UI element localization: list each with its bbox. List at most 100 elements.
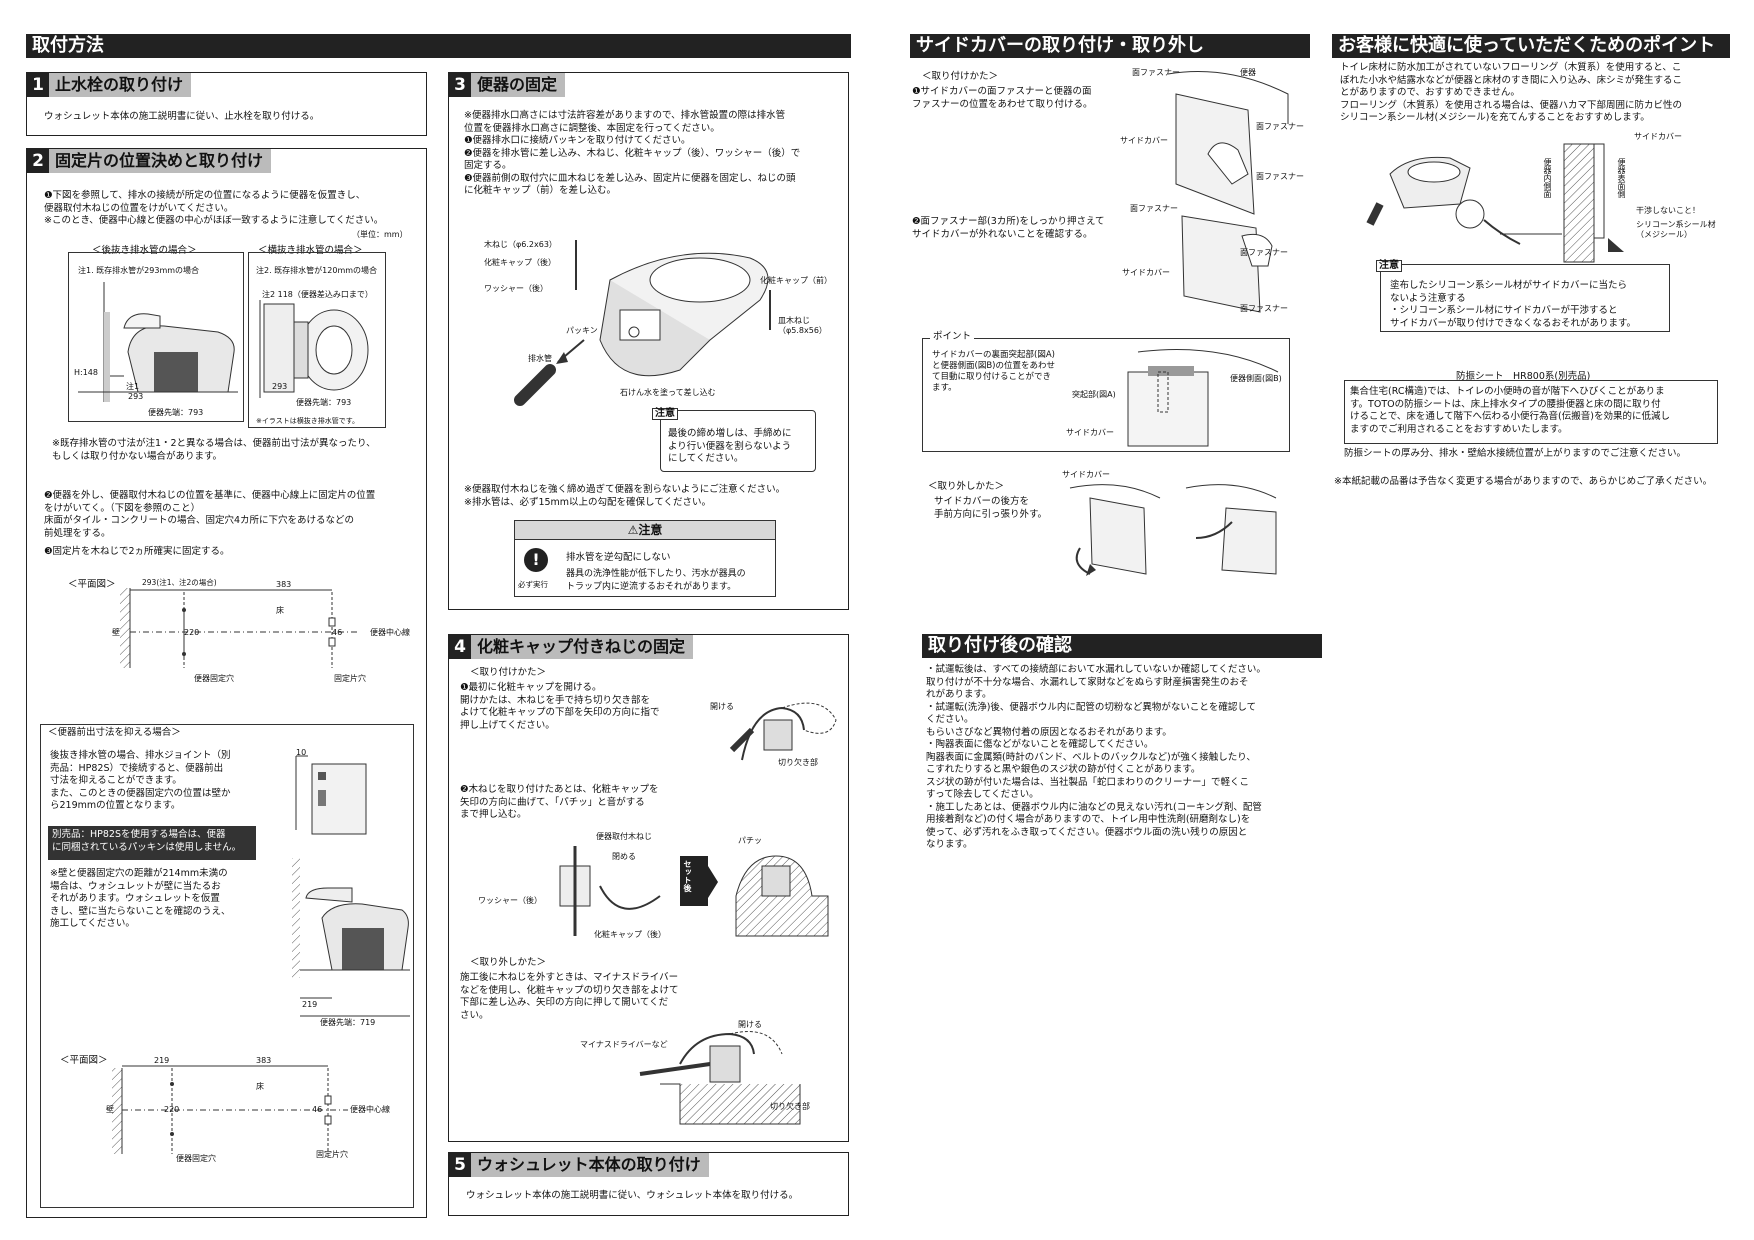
caution-icon: 注意 <box>652 408 678 420</box>
sec2-step1: ❶下図を参照して、排水の接続が所定の位置になるように便器を仮置きし、 便器取付木… <box>44 190 384 226</box>
fig-left-toilet-drawing <box>78 282 238 402</box>
sub-dark-note: 別売品：HP82Sを使用する場合は、便器 に同梱されているパッキンは使用しません… <box>48 826 256 860</box>
plan-label-2: ＜平面図＞ <box>60 1055 108 1066</box>
sec5-text: ウォシュレット本体の施工説明書に従い、ウォシュレット本体を取り付ける。 <box>466 1190 799 1201</box>
comfort-lbl-inner: 便器内側面 <box>1543 158 1552 198</box>
warn-head: ⚠注意 <box>514 520 776 540</box>
section-1-title: 1 止水栓の取り付け <box>27 73 192 97</box>
fig-left-title: ＜後抜き排水管の場合＞ <box>92 245 197 256</box>
sec4-lbl-cap: 化粧キャップ（後） <box>594 930 666 939</box>
dim-h148: H:148 <box>74 368 98 377</box>
lbl-flat-screw: 皿木ねじ （φ5.8x56） <box>778 316 827 335</box>
sec2-note-diff: ※既存排水管の寸法が注1・2と異なる場合は、便器前出寸法が異なったり、 もしくは… <box>52 438 376 462</box>
plan2-floor: 床 <box>256 1082 264 1091</box>
sec4-lbl-notch2: 切り欠き部 <box>770 1102 810 1111</box>
plan2-46: 46 <box>312 1105 323 1114</box>
sec3-notes: ※便器取付木ねじを強く締め過ぎて便器を割らないようにご注意ください。 ※排水管は… <box>464 484 786 508</box>
side-lbl-cover-2: サイドカバー <box>1122 268 1170 277</box>
sec4-lbl-close: 閉める <box>612 852 636 861</box>
plan2-383: 383 <box>256 1056 272 1065</box>
sub-title: ＜便器前出寸法を抑える場合＞ <box>48 727 181 738</box>
point-label: ポイント <box>930 332 975 342</box>
sec4-lbl-open: 開ける <box>710 702 734 711</box>
sec2-step3: ❸固定片を木ねじで2ヵ所確実に固定する。 <box>44 546 230 557</box>
sec4-lbl-set: セット後 <box>683 860 692 892</box>
side-remove-text: サイドカバーの後方を 手前方向に引っ張り外す。 <box>934 496 1048 520</box>
sec4-attach-label: ＜取り付けかた＞ <box>470 667 547 678</box>
comfort-text: トイレ床材に防水加工がされていないフローリング（木質系）を使用すると、こ ぼれた… <box>1340 62 1683 123</box>
comfort-caution-box <box>1380 264 1670 332</box>
mat-title: 防振シート HR800系(別売品) <box>1456 371 1591 382</box>
fig-left-note: 注1. 既存排水管が293mmの場合 <box>78 266 200 275</box>
comfort-lbl-nointerfere: 干渉しないこと！ <box>1636 206 1700 215</box>
point-lbl-sideb: 便器側面(図B) <box>1230 374 1282 383</box>
lbl-cap-back: 化粧キャップ（後） <box>484 258 556 267</box>
side-attach-drawing <box>1167 71 1289 215</box>
side-attach-label: ＜取り付けかた＞ <box>922 71 999 82</box>
section-number: 3 <box>449 73 471 97</box>
sub-text: 後抜き排水管の場合、排水ジョイント（別 売品：HP82S）で接続すると、便器前出… <box>50 750 231 811</box>
side-press-drawing <box>1181 215 1273 313</box>
dim-note1: 注1 <box>126 382 140 391</box>
fig-right-title: ＜横抜き排水管の場合＞ <box>258 245 363 256</box>
plan2-center: 便器中心線 <box>350 1105 390 1114</box>
comfort-drawing <box>1366 143 1624 263</box>
side-remove-drawing-2 <box>1185 484 1277 575</box>
fig-right-toilet-drawing <box>259 300 369 398</box>
check-text: ・試運転後は、すべての接続部において水漏れしていないか確認してください。 取り付… <box>926 664 1266 850</box>
lbl-cap-front: 化粧キャップ（前） <box>760 276 832 285</box>
plan-220: 220 <box>184 628 200 637</box>
plan2-wall: 壁 <box>106 1105 114 1114</box>
plan-view-1 <box>120 588 360 668</box>
warn-line1: 排水管を逆勾配にしない <box>566 552 671 563</box>
plan-center: 便器中心線 <box>370 628 410 637</box>
sub-719: 便器先端：719 <box>320 1018 376 1027</box>
section-label: ウォシュレット本体の取り付け <box>471 1153 709 1177</box>
warn-box <box>514 539 776 597</box>
sec4-step2: ❷木ねじを取り付けたあとは、化粧キャップを 矢印の方向に曲げて、「パチッ」と音が… <box>460 784 659 820</box>
sec2-unit: （単位：mm） <box>352 230 408 239</box>
plan-fixhole: 便器固定穴 <box>194 674 234 683</box>
section-2-box <box>26 148 427 1218</box>
side-lbl-cover-1: サイドカバー <box>1120 136 1168 145</box>
sec2-step2: ❷便器を外し、便器取付木ねじの位置を基準に、便器中心線上に固定片の位置 をけがい… <box>44 490 376 539</box>
sec4-lbl-washer: ワッシャー（後） <box>478 896 542 905</box>
sub-toilet-top <box>295 755 367 835</box>
sec4-lbl-wood: 便器取付木ねじ <box>596 832 652 841</box>
sec4-remove-label: ＜取り外しかた＞ <box>470 957 547 968</box>
sub-note: ※壁と便器固定穴の距離が214mm未満の 場合は、ウォシュレットが壁に当たるお … <box>50 868 231 929</box>
side-lbl-fastener-3: 面ファスナー <box>1256 172 1304 181</box>
lbl-pipe: 排水管 <box>528 354 552 363</box>
sec4-step1: ❶最初に化粧キャップを開ける。 開けかたは、木ねじを手で持ち切り欠き部を よけて… <box>460 682 660 731</box>
sec4-cap-open-drawing <box>729 702 837 761</box>
fig-left-frame <box>68 252 244 422</box>
section-number: 1 <box>27 73 49 97</box>
point-text: サイドカバーの裏面突起部(図A) と便器側面(図B)の位置をあわせ て目動に取り… <box>932 350 1055 393</box>
side-lbl-fastener-1: 面ファスナー <box>1132 68 1180 77</box>
side-cover-title: サイドカバーの取り付け・取り外し <box>910 34 1310 58</box>
section-label: 止水栓の取り付け <box>49 73 192 97</box>
section-label: 化粧キャップ付きねじの固定 <box>471 635 694 659</box>
plan2-220: 220 <box>164 1105 180 1114</box>
dim-293-left: 293 <box>128 392 144 401</box>
plan-piecehole: 固定片穴 <box>334 674 366 683</box>
side-lbl-toilet: 便器 <box>1240 68 1256 77</box>
side-lbl-fastener-6: 面ファスナー <box>1240 304 1288 313</box>
sub-toilet-side <box>292 858 410 1017</box>
plan-label: ＜平面図＞ <box>68 579 116 590</box>
comfort-lbl-seal: シリコーン系シール材 （メジシール） <box>1636 220 1716 239</box>
lbl-soap: 石けん水を塗って差し込む <box>620 388 716 397</box>
point-lbl-cover: サイドカバー <box>1066 428 1114 437</box>
section-1-box <box>26 72 427 136</box>
side-lbl-cover-3: サイドカバー <box>1062 470 1110 479</box>
section-label: 固定片の位置決めと取り付け <box>49 149 272 173</box>
section-number: 4 <box>449 635 471 659</box>
sec4-lbl-pachi: パチッ <box>738 836 762 845</box>
fig-right-note: 注2. 既存排水管が120mmの場合 <box>256 266 378 275</box>
sec4-lbl-driver: マイナスドライバーなど <box>580 1040 668 1049</box>
plan-view-2 <box>112 1065 348 1154</box>
section-4-box <box>448 634 849 1142</box>
plan-293: 293(注1、注2の場合) <box>142 578 217 587</box>
mat-note: 防振シートの厚み分、排水・壁給水接続位置が上がりますのでご注意ください。 <box>1344 448 1687 459</box>
sec4-driver-drawing <box>639 1031 801 1125</box>
